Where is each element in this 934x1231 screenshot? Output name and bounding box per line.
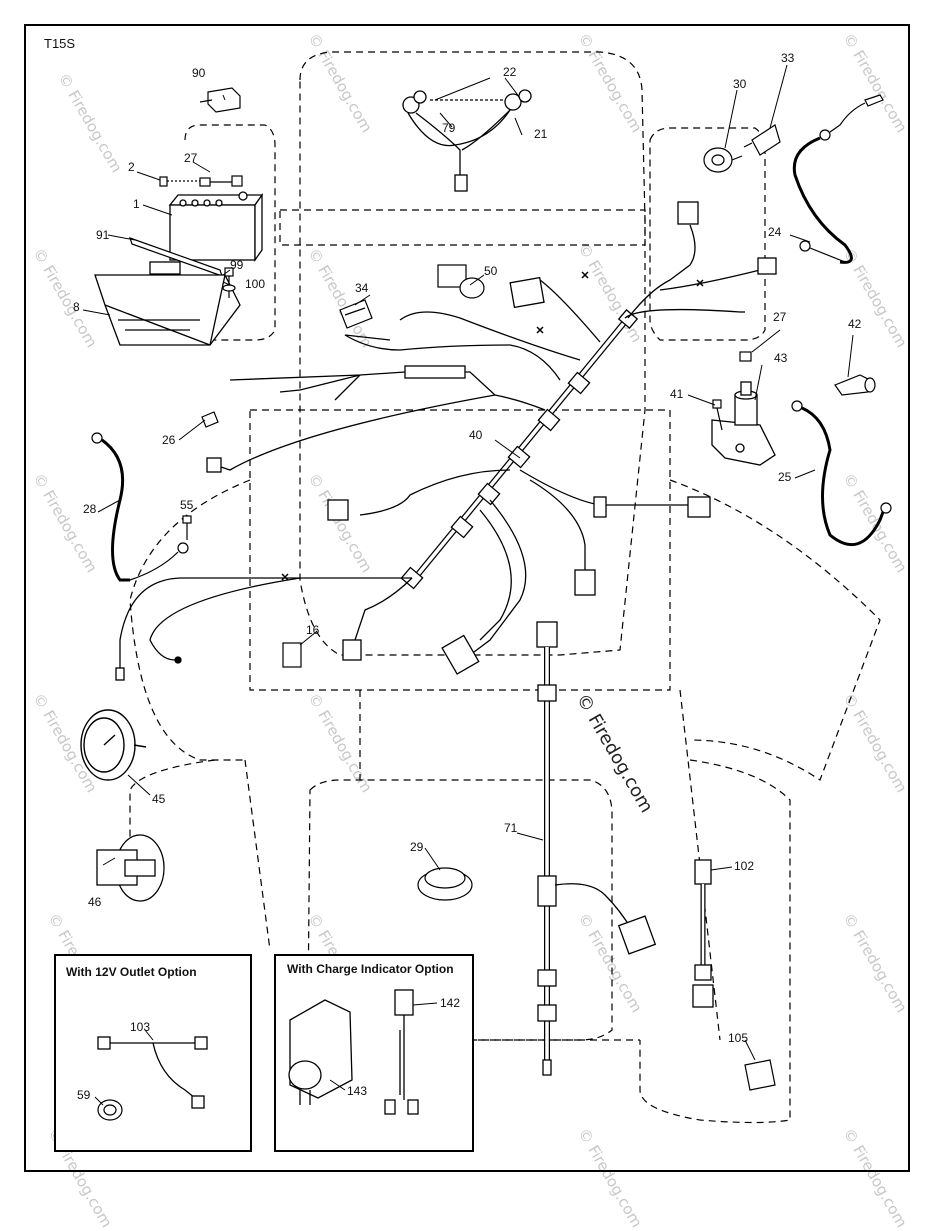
battery-bolt-part bbox=[159, 176, 211, 187]
part-label-43: 43 bbox=[774, 351, 788, 365]
option-12v-box bbox=[54, 954, 252, 1152]
part-label-142: 142 bbox=[440, 996, 461, 1010]
part-label-21: 21 bbox=[534, 127, 548, 141]
part-label-105: 105 bbox=[728, 1031, 749, 1045]
part-label-28: 28 bbox=[83, 502, 97, 516]
deck-outline bbox=[307, 779, 613, 1041]
fuse-part bbox=[201, 411, 219, 428]
part-label-24: 24 bbox=[768, 225, 782, 239]
relay-part bbox=[282, 642, 302, 668]
part-label-79: 79 bbox=[442, 121, 456, 135]
terminal-boot-part bbox=[834, 374, 876, 396]
diagram-code: T15S bbox=[44, 36, 76, 51]
part-label-34: 34 bbox=[355, 281, 369, 295]
solenoid-part bbox=[711, 381, 776, 466]
tank-outline bbox=[649, 127, 766, 341]
switch-50-part bbox=[437, 264, 485, 299]
part-label-25: 25 bbox=[778, 470, 792, 484]
connector-90-part bbox=[199, 87, 241, 113]
part-label-46: 46 bbox=[88, 895, 102, 909]
part-label-2: 2 bbox=[128, 160, 135, 174]
option-12v-title: With 12V Outlet Option bbox=[66, 965, 197, 979]
part-label-40: 40 bbox=[469, 428, 483, 442]
connector-102-part bbox=[692, 859, 714, 1008]
nut-part bbox=[210, 175, 243, 187]
wiring-diagram bbox=[24, 24, 910, 1172]
battery-cable-part bbox=[792, 94, 884, 264]
hour-meter-part bbox=[96, 834, 165, 902]
leader-lines bbox=[82, 64, 854, 1106]
option-charge-title: With Charge Indicator Option bbox=[287, 962, 454, 976]
part-label-59: 59 bbox=[77, 1088, 91, 1102]
part-label-8: 8 bbox=[73, 300, 80, 314]
ground-cable-part bbox=[791, 400, 892, 546]
charge-harness-part bbox=[384, 989, 419, 1115]
bolt-55-part bbox=[182, 515, 192, 540]
part-label-33: 33 bbox=[781, 51, 795, 65]
part-label-27: 27 bbox=[184, 151, 198, 165]
charge-indicator-part bbox=[288, 999, 353, 1105]
outlet-harness-part bbox=[97, 1036, 208, 1109]
diagram-border bbox=[24, 24, 910, 1172]
battery-tray-part bbox=[94, 261, 241, 346]
part-label-41: 41 bbox=[670, 387, 684, 401]
outlet-59-part bbox=[97, 1099, 123, 1121]
part-label-1: 1 bbox=[133, 197, 140, 211]
seat-switch-part bbox=[417, 867, 473, 901]
right-fender-outline bbox=[669, 479, 881, 781]
part-label-55: 55 bbox=[180, 498, 194, 512]
battery-part bbox=[168, 191, 264, 263]
headlight-harness-part bbox=[402, 89, 532, 192]
part-label-45: 45 bbox=[152, 792, 166, 806]
part-label-90: 90 bbox=[192, 66, 206, 80]
solenoid-nut-part bbox=[739, 351, 752, 362]
part-label-22: 22 bbox=[503, 65, 517, 79]
part-label-29: 29 bbox=[410, 840, 424, 854]
chassis-outlines bbox=[129, 51, 881, 1124]
part-label-50: 50 bbox=[484, 264, 498, 278]
rear-right-outline bbox=[639, 759, 791, 1124]
part-label-103: 103 bbox=[130, 1020, 151, 1034]
hood-outline bbox=[299, 51, 646, 656]
frame-line-right bbox=[679, 689, 721, 1041]
part-label-27b: 27 bbox=[773, 310, 787, 324]
switch-105-part bbox=[744, 1059, 776, 1091]
key-part bbox=[743, 124, 781, 156]
part-label-42: 42 bbox=[848, 317, 862, 331]
part-label-143: 143 bbox=[347, 1084, 368, 1098]
part-label-71: 71 bbox=[504, 821, 518, 835]
cut-marks bbox=[281, 271, 704, 581]
rear-left-outline bbox=[129, 759, 216, 900]
dash-outline bbox=[279, 209, 646, 246]
ammeter-part bbox=[80, 709, 147, 781]
key-switch-part bbox=[703, 147, 743, 173]
frame-line-left bbox=[244, 759, 271, 951]
part-label-16: 16 bbox=[306, 623, 320, 637]
rear-harness-part bbox=[536, 621, 657, 1076]
battery-area-outline bbox=[184, 124, 276, 341]
left-fender-outline bbox=[129, 479, 251, 761]
part-label-26: 26 bbox=[162, 433, 176, 447]
cable-28-part bbox=[91, 432, 189, 582]
part-label-30: 30 bbox=[733, 77, 747, 91]
part-label-100: 100 bbox=[245, 277, 266, 291]
tray-bolt-part bbox=[222, 267, 236, 298]
pan-outline bbox=[249, 409, 671, 691]
part-label-91: 91 bbox=[96, 228, 110, 242]
main-harness-part bbox=[115, 201, 777, 681]
part-label-102: 102 bbox=[734, 859, 755, 873]
part-label-99: 99 bbox=[230, 258, 244, 272]
